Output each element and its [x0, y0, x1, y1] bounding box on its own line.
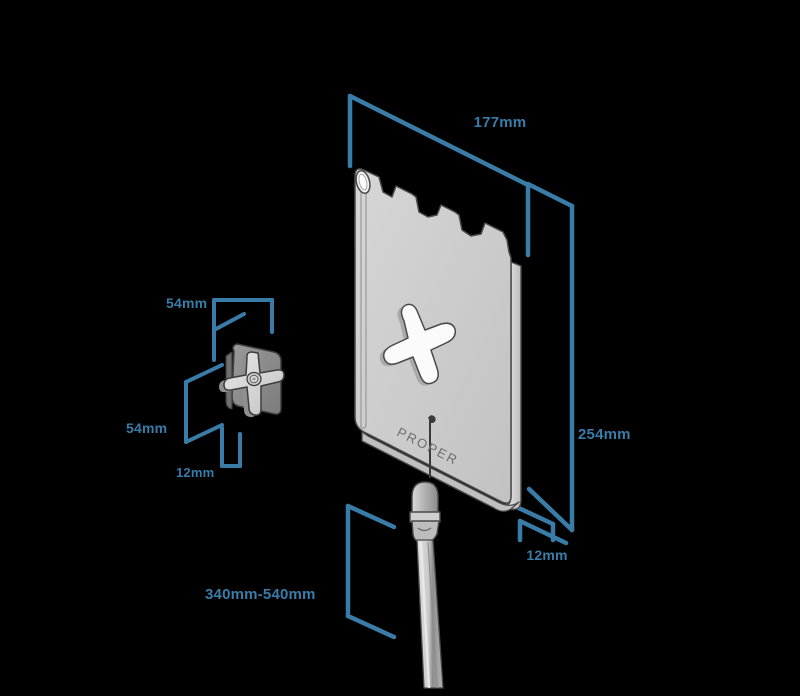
tablet-case: [354, 168, 522, 512]
x-mount-socket: [379, 303, 457, 386]
tablet-height-dimension-label: 254mm: [578, 426, 631, 443]
tablet-height-dimension-line: [525, 181, 575, 533]
tablet-depth-dimension-label: 12mm: [526, 547, 568, 563]
mount-plate-width-dimension-line: [212, 298, 274, 362]
camera-lens: [355, 169, 371, 195]
tablet-width-dimension-label: 177mm: [473, 114, 527, 131]
strap-highlight: [419, 541, 431, 689]
strap-buckle-head: [411, 481, 439, 514]
mount-plate-height-dimension-line: [184, 363, 224, 444]
tablet-width-dimension-line: [347, 93, 531, 258]
strap-webbing: [416, 539, 444, 689]
mount-plate-depth-dimension-label: 12mm: [176, 465, 215, 480]
strap-buckle-clip: [411, 520, 440, 543]
x-mount-plate: [219, 343, 285, 418]
mount-plate-center-hole: [252, 377, 256, 381]
strap-buckle-band: [409, 511, 441, 523]
strap-length-dimension-line: [345, 503, 397, 640]
strap-length-dimension-label: 340mm-540mm: [205, 586, 316, 603]
mount-plate-cross: [219, 351, 285, 418]
mount-plate-height-dimension-label: 54mm: [126, 420, 168, 436]
strap-fold-line: [427, 541, 438, 689]
tablet-bottom-edge: [361, 431, 520, 512]
x-mount-socket-face: [382, 303, 457, 385]
mount-plate-width-dimension-label: 54mm: [166, 295, 208, 311]
adjustable-strap: [409, 481, 444, 689]
strap-anchor-post: [428, 415, 436, 478]
mount-plate-depth-dimension-line: [220, 426, 242, 468]
strap-clip-notch: [417, 527, 432, 532]
